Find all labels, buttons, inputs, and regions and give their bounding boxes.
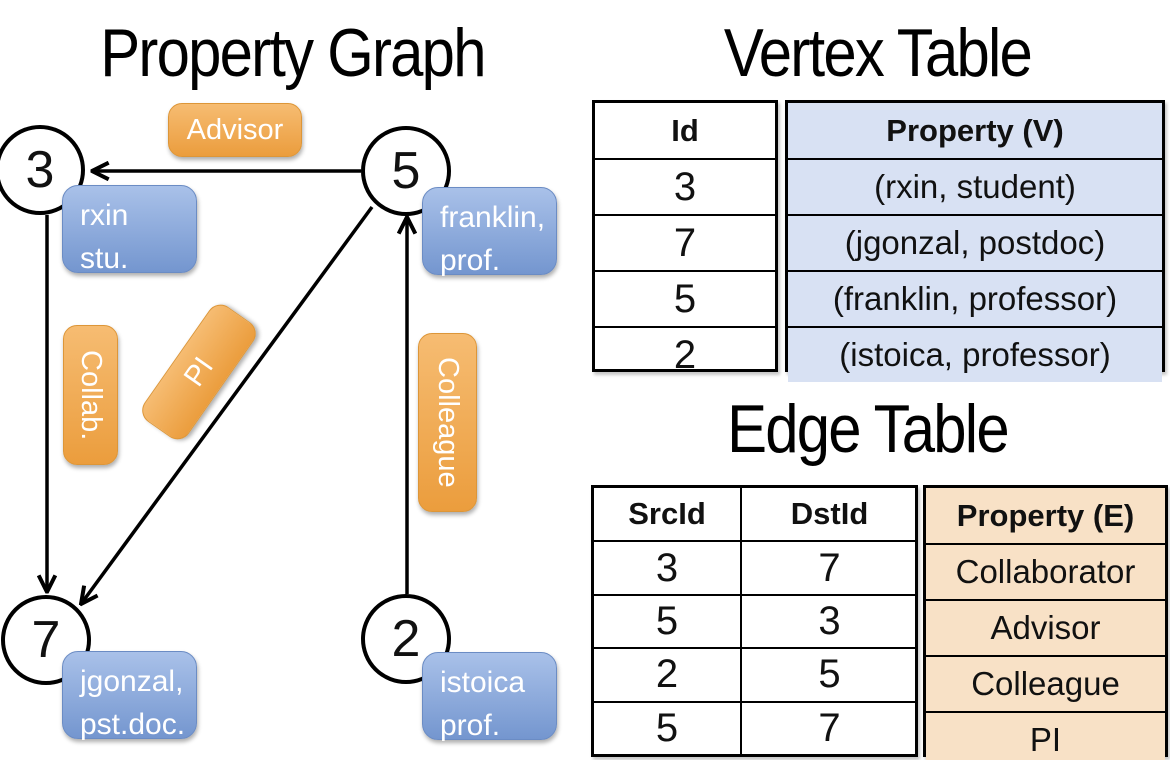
edge-line-5-7-pi	[81, 205, 374, 604]
table-cell: 2	[595, 326, 775, 382]
graph-edges	[0, 0, 585, 760]
edge-table-property-column: Property (E) Collaborator Advisor Collea…	[923, 485, 1168, 760]
vertex-id-label: 3	[25, 141, 55, 199]
vertex-property-box-2: istoica prof.	[422, 652, 557, 742]
vertex-id-label: 5	[391, 142, 421, 200]
table-cell: Advisor	[926, 599, 1165, 655]
table-cell: 2	[594, 647, 740, 700]
table-cell: 3	[594, 540, 740, 593]
table-cell: 5	[595, 270, 775, 326]
vertex-property-line: pst.doc.	[80, 708, 186, 741]
vertex-property-line: stu.	[80, 242, 129, 275]
vertex-property-box-7: jgonzal, pst.doc.	[62, 651, 197, 741]
table-cell: 5	[594, 700, 740, 754]
edge-table-dstid-header: DstId	[790, 496, 869, 532]
vertex-property-box-5: franklin, prof.	[422, 187, 557, 277]
vertex-property-box-3: rxin stu.	[62, 185, 197, 275]
table-cell: 7	[595, 214, 775, 270]
table-cell: 5	[594, 593, 740, 647]
table-cell: 7	[742, 700, 917, 754]
edge-label-collab: Collab.	[63, 325, 118, 465]
vertex-property-line: rxin	[80, 199, 129, 232]
vertex-property-line: franklin,	[440, 201, 546, 234]
table-cell: (jgonzal, postdoc)	[788, 214, 1162, 270]
edge-table-id-columns: SrcId 3 5 2 5 DstId 7 3 5 7	[591, 485, 918, 757]
table-cell: (franklin, professor)	[788, 270, 1162, 326]
edge-table-dstid-column: DstId 7 3 5 7	[740, 488, 917, 754]
edge-table-srcid-column: SrcId 3 5 2 5	[594, 488, 740, 754]
vertex-table-property-header: Property (V)	[788, 103, 1162, 158]
vertex-id-label: 2	[391, 610, 421, 668]
edge-label-advisor: Advisor	[168, 103, 302, 157]
vertex-table-id-column: Id 3 7 5 2	[592, 100, 778, 377]
table-cell: Collaborator	[926, 543, 1165, 599]
vertex-property-line: jgonzal,	[80, 665, 184, 698]
table-cell: 3	[595, 158, 775, 214]
property-graph-title: Property Graph	[100, 15, 486, 91]
vertex-property-line: prof.	[440, 244, 501, 277]
vertex-property-line: prof.	[440, 709, 501, 742]
table-cell: 3	[742, 593, 917, 647]
table-cell: PI	[926, 711, 1165, 760]
vertex-table-id-header: Id	[671, 112, 699, 148]
table-cell: 7	[742, 540, 917, 593]
table-cell: 5	[742, 647, 917, 700]
edge-label-colleague: Colleague	[418, 333, 477, 512]
edge-table-srcid-header: SrcId	[628, 496, 706, 532]
vertex-table-property-column: Property (V) (rxin, student) (jgonzal, p…	[785, 100, 1165, 382]
table-cell: (rxin, student)	[788, 158, 1162, 214]
edge-table-title: Edge Table	[727, 391, 1010, 467]
edge-table-property-header: Property (E)	[926, 488, 1165, 543]
vertex-id-label: 7	[31, 611, 61, 669]
table-cell: Colleague	[926, 655, 1165, 711]
vertex-table-title: Vertex Table	[723, 15, 1033, 91]
table-cell: (istoica, professor)	[788, 326, 1162, 382]
vertex-node-2: 2	[361, 594, 451, 684]
vertex-property-line: istoica	[440, 666, 526, 699]
